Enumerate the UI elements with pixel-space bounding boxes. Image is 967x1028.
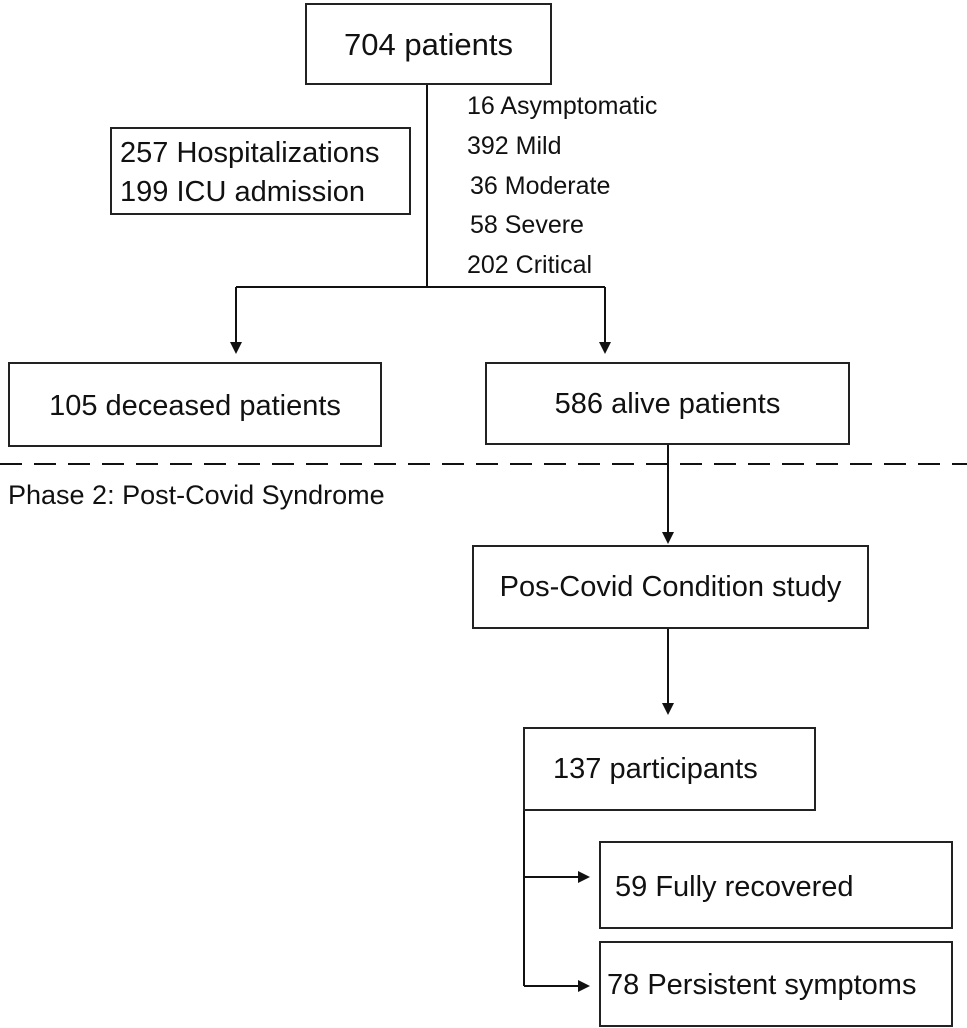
box-hospital-stats: 257 Hospitalizations 199 ICU admission xyxy=(110,127,411,215)
total-patients-label: 704 patients xyxy=(344,27,513,62)
severity-critical: 202 Critical xyxy=(467,251,593,279)
severity-mild: 392 Mild xyxy=(467,132,562,160)
box-participants: 137 participants xyxy=(523,727,816,811)
study-label: Pos-Covid Condition study xyxy=(499,571,842,603)
severity-asymptomatic: 16 Asymptomatic xyxy=(467,92,658,120)
box-deceased: 105 deceased patients xyxy=(8,362,382,447)
box-total-patients: 704 patients xyxy=(305,3,552,85)
participants-label: 137 participants xyxy=(553,753,758,785)
alive-label: 586 alive patients xyxy=(554,388,781,420)
icu-label: 199 ICU admission xyxy=(120,176,365,208)
severity-severe: 58 Severe xyxy=(470,211,584,239)
persistent-label: 78 Persistent symptoms xyxy=(607,969,917,1001)
box-study: Pos-Covid Condition study xyxy=(472,545,869,629)
recovered-label: 59 Fully recovered xyxy=(615,871,854,903)
box-alive: 586 alive patients xyxy=(485,362,850,445)
severity-moderate: 36 Moderate xyxy=(470,172,611,200)
deceased-label: 105 deceased patients xyxy=(49,390,341,422)
box-persistent: 78 Persistent symptoms xyxy=(599,941,953,1027)
hospitalizations-label: 257 Hospitalizations xyxy=(120,137,380,169)
phase-label: Phase 2: Post-Covid Syndrome xyxy=(8,480,385,510)
box-recovered: 59 Fully recovered xyxy=(599,841,953,929)
